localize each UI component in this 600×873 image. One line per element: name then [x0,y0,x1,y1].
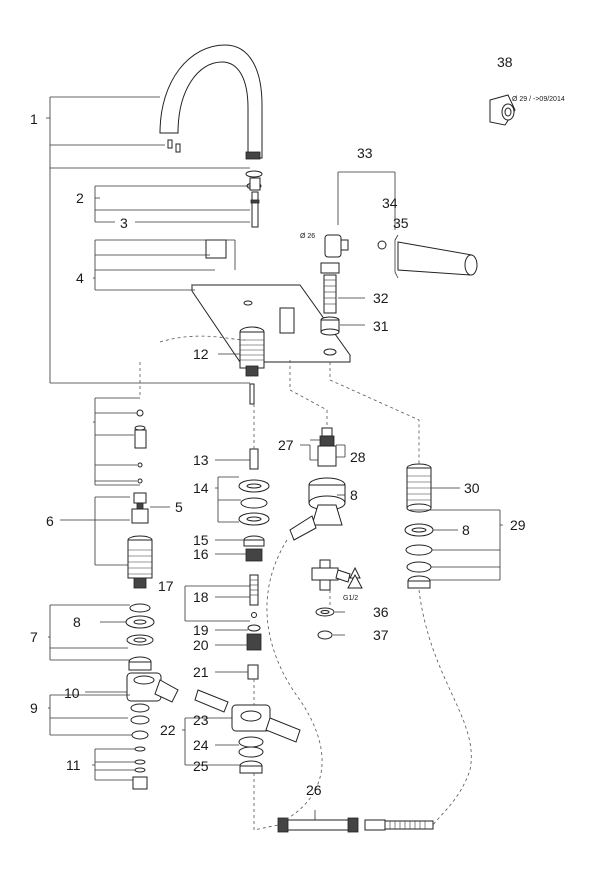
right-valve [289,427,346,541]
label-24: 24 [193,737,209,753]
center-mixer-body [194,689,301,774]
note-thread: G1/2 [343,595,358,602]
label-23: 23 [193,712,209,728]
hoses [277,810,434,833]
label-18: 18 [193,589,209,605]
label-22: 22 [160,722,176,738]
label-28: 28 [350,449,366,465]
label-35: 35 [393,215,409,231]
small-parts-11 [132,746,148,790]
left-valve-column [125,409,155,671]
side-spray [320,234,478,336]
label-8b: 8 [350,487,358,503]
label-5: 5 [175,499,183,515]
label-33: 33 [357,145,373,161]
label-34: 34 [382,195,398,211]
label-38: 38 [497,54,513,70]
label-2: 2 [76,190,84,206]
label-25: 25 [193,758,209,774]
label-29: 29 [510,517,526,533]
label-4: 4 [76,270,84,286]
label-32: 32 [373,290,389,306]
label-14: 14 [193,480,209,496]
label-17: 17 [158,578,174,594]
label-12: 12 [193,346,209,362]
screw-parts [250,191,260,228]
center-column [238,448,270,680]
label-21: 21 [193,664,209,680]
label-10: 10 [64,685,80,701]
label-7: 7 [30,629,38,645]
threaded-stud-part [239,326,265,405]
label-6: 6 [46,513,54,529]
label-3: 3 [120,215,128,231]
label-26: 26 [306,782,322,798]
label-1: 1 [30,111,38,127]
label-15: 15 [193,532,209,548]
label-9: 9 [30,700,38,716]
note-38: Ø 29 / ->09/2014 [512,96,565,103]
label-20: 20 [193,637,209,653]
connector-fitting [311,559,361,640]
label-8a: 8 [73,614,81,630]
deck-plate-part [191,239,351,363]
warning-icon [347,573,363,589]
adapter-fitting [489,94,516,126]
label-13: 13 [193,452,209,468]
label-19: 19 [193,622,209,638]
label-30: 30 [464,480,480,496]
label-8c: 8 [462,522,470,538]
label-16: 16 [193,546,209,562]
label-27: 27 [278,437,294,453]
label-11: 11 [66,757,81,773]
label-36: 36 [373,604,389,620]
right-column [404,463,434,589]
label-37: 37 [373,627,389,643]
label-31: 31 [373,318,389,334]
left-mixer-body [126,672,179,740]
note-diameter-26: Ø 26 [300,233,315,240]
spout-part [159,44,263,191]
